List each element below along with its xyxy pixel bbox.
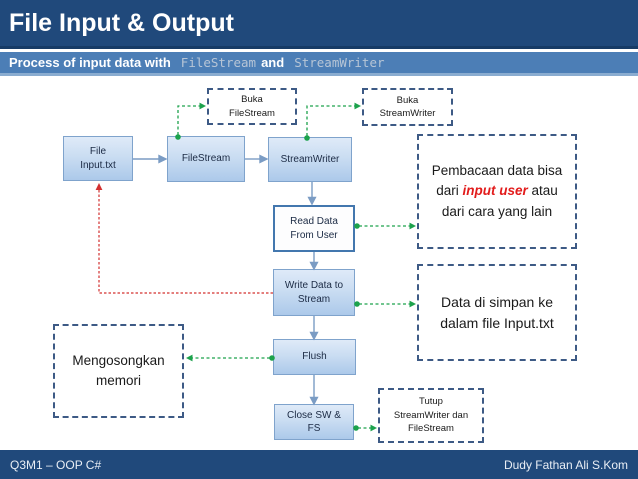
connector-streamwriter-to-buka-streamwriter — [306, 105, 355, 136]
annotation-buka-filestream: Buka FileStream — [207, 88, 297, 125]
arrowhead-streamwriter-to-readdata — [307, 196, 317, 206]
footer-left-text: Q3M1 – OOP C# — [10, 457, 102, 472]
annotation-tutup: Tutup StreamWriter dan FileStream — [378, 388, 484, 443]
connector-dot-writedata — [354, 301, 360, 307]
annotation-buka-streamwriter: Buka StreamWriter — [362, 88, 453, 126]
pembacaan-part2: atau dari cara yang lain — [441, 183, 558, 219]
pembacaan-highlight: input user — [462, 183, 528, 199]
slide-footer: Q3M1 – OOP C# Dudy Fathan Ali S.Kom — [0, 450, 638, 479]
arrowhead-filestream-to-streamwriter — [259, 154, 269, 164]
arrowhead-tutup — [370, 424, 377, 432]
annotation-data-disimpan: Data di simpan ke dalam file Input.txt — [417, 264, 577, 361]
subtitle-code-filestream: FileStream — [180, 55, 257, 70]
subtitle-text: Process of input data with — [9, 55, 171, 70]
arrowhead-buka-filestream — [199, 102, 206, 110]
arrowhead-pembacaan — [409, 222, 416, 230]
connector-filestream-to-buka-filestream — [177, 105, 200, 135]
flow-node-filestream: FileStream — [167, 136, 245, 182]
flow-node-close-sw-fs: Close SW & FS — [274, 404, 354, 440]
flow-node-write-data: Write Data to Stream — [273, 269, 355, 316]
subtitle-conjunction: and — [261, 55, 285, 70]
flow-node-flush: Flush — [273, 339, 356, 375]
subtitle-bar: Process of input data with FileStream an… — [0, 52, 638, 76]
arrowhead-buka-streamwriter — [354, 102, 361, 110]
connector-dot-close — [353, 425, 359, 431]
annotation-pembacaan: Pembacaan data bisa dari input user atau… — [417, 134, 577, 249]
annotation-pembacaan-text: Pembacaan data bisa dari input user atau… — [430, 161, 564, 222]
annotation-mengosongkan: Mengosongkan memori — [53, 324, 184, 418]
arrowhead-mengosongkan — [186, 354, 193, 362]
page-title: File Input & Output — [9, 8, 234, 37]
connector-dot-readdata — [354, 223, 360, 229]
pembacaan-part1: Pembacaan data bisa dari — [431, 163, 563, 199]
arrowhead-fileinput-feedback — [95, 183, 103, 190]
arrowhead-fileinput-to-filestream — [158, 154, 168, 164]
footer-right-text: Dudy Fathan Ali S.Kom — [503, 457, 628, 472]
flow-node-read-data: Read Data From User — [273, 205, 355, 252]
flow-node-streamwriter: StreamWriter — [268, 137, 352, 182]
connector-writedata-to-fileinput — [98, 189, 273, 294]
arrowhead-datadisimpan — [409, 300, 416, 308]
subtitle-code-streamwriter: StreamWriter — [294, 55, 385, 70]
slide-header: File Input & Output — [0, 0, 638, 49]
flow-node-file-input: File Input.txt — [63, 136, 133, 181]
